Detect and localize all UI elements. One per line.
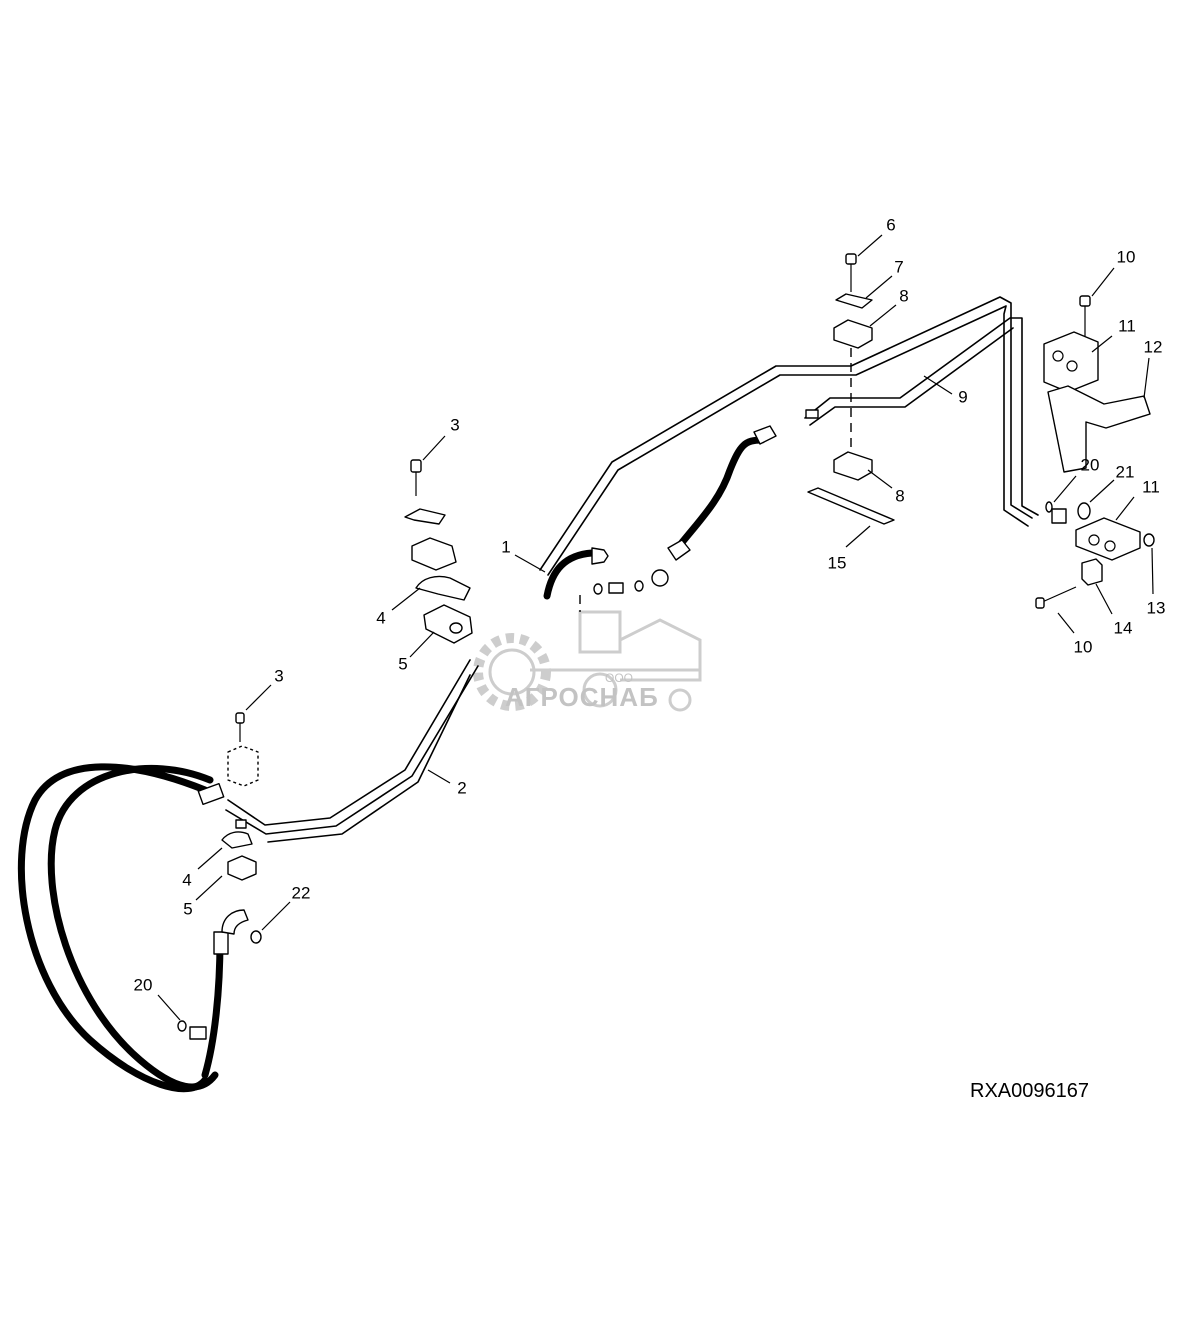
clamp-half-4 — [221, 831, 253, 849]
leader-lines — [157, 234, 1154, 1021]
tube-2 — [225, 659, 479, 843]
callout-label: 10 — [1117, 247, 1136, 266]
callout-labels: 1 2 3 3 4 4 5 5 6 7 8 8 9 10 10 11 11 12… — [134, 215, 1166, 994]
clamp-plate — [404, 508, 446, 525]
clamp-block-8-lower — [833, 451, 873, 481]
support-group-center — [807, 253, 895, 525]
callout-label: 21 — [1116, 462, 1135, 481]
elbow-fitting — [221, 909, 249, 935]
nut-13 — [1143, 533, 1155, 547]
callout-label: 8 — [895, 486, 904, 505]
bolt-head — [235, 712, 245, 724]
callout-label: 4 — [182, 870, 191, 889]
adapter-fitting — [608, 582, 624, 594]
o-ring — [250, 930, 262, 944]
clamp-hole — [449, 622, 463, 634]
clamp-hole — [1066, 360, 1078, 372]
callout-label: 22 — [292, 883, 311, 902]
clamp-block-8-upper — [833, 319, 873, 349]
callout-label: 20 — [134, 975, 153, 994]
callout-label: 14 — [1114, 618, 1133, 637]
callout-label: 5 — [183, 899, 192, 918]
tube-end-fitting — [1051, 508, 1067, 524]
o-ring — [634, 580, 644, 592]
hose-fitting — [189, 1026, 207, 1040]
drawing-code: RXA0096167 — [970, 1080, 1089, 1102]
callout-label: 11 — [1142, 477, 1160, 496]
clamp-hole — [1104, 540, 1116, 552]
callout-label: 6 — [886, 215, 895, 234]
callout-label: 2 — [457, 778, 466, 797]
hose-1 — [543, 409, 819, 612]
hose-ferrule — [667, 539, 691, 561]
clamp-block — [411, 537, 457, 571]
gear-icon — [473, 633, 551, 711]
clamp-nut — [235, 819, 247, 829]
callout-label: 3 — [450, 415, 459, 434]
tube-9 — [539, 296, 1039, 576]
hose-ferrule — [753, 425, 777, 445]
clamp-half-5 — [423, 604, 473, 644]
callout-label: 3 — [274, 666, 283, 685]
clamp-group-lower — [221, 712, 259, 881]
callout-label: 7 — [894, 257, 903, 276]
bolt-head — [1035, 597, 1045, 609]
clamp-block-11-lower — [1075, 517, 1141, 561]
o-ring-21 — [1077, 502, 1091, 520]
clamp-block-11-upper — [1043, 331, 1099, 393]
callout-label: 12 — [1144, 337, 1163, 356]
elbow-fitting — [651, 569, 669, 587]
watermark-small-text: ООО — [605, 671, 633, 685]
clamp-hole — [1052, 350, 1064, 362]
callout-label: 9 — [958, 387, 967, 406]
callout-label: 8 — [899, 286, 908, 305]
bolt-head — [410, 459, 422, 473]
clamp-group-upper — [404, 459, 473, 644]
o-ring-20 — [1045, 501, 1053, 513]
callout-label: 11 — [1118, 316, 1136, 335]
tube-fitting — [805, 409, 819, 419]
watermark-logo: ООО АГРОСНАБ — [473, 610, 702, 712]
bracket-12 — [1047, 385, 1151, 473]
hose-ferrule — [213, 931, 229, 955]
plate-7 — [835, 293, 873, 309]
callout-label: 5 — [398, 654, 407, 673]
clamp-hole — [1088, 534, 1100, 546]
callout-label: 1 — [501, 537, 510, 556]
clamp-half-4 — [415, 575, 471, 601]
callout-label: 13 — [1147, 598, 1166, 617]
bolt-head — [845, 253, 857, 265]
bolt-head — [1079, 295, 1091, 307]
hose-ferrule — [197, 782, 225, 806]
callout-label: 4 — [376, 608, 385, 627]
bracket-group-right — [1035, 295, 1155, 609]
callout-label: 20 — [1081, 455, 1100, 474]
spacer-14 — [1081, 558, 1103, 586]
combine-harvester-icon — [530, 610, 702, 712]
callout-label: 10 — [1074, 637, 1093, 656]
callout-label: 15 — [828, 553, 847, 572]
o-ring — [177, 1020, 187, 1032]
strap-15 — [807, 487, 895, 525]
hose-end-fitting — [591, 547, 609, 565]
watermark-main-text: АГРОСНАБ — [505, 682, 659, 712]
clamp-block-ghost — [227, 745, 259, 787]
o-ring — [593, 583, 603, 595]
hose-loop — [17, 763, 262, 1093]
clamp-half-5 — [227, 855, 257, 881]
